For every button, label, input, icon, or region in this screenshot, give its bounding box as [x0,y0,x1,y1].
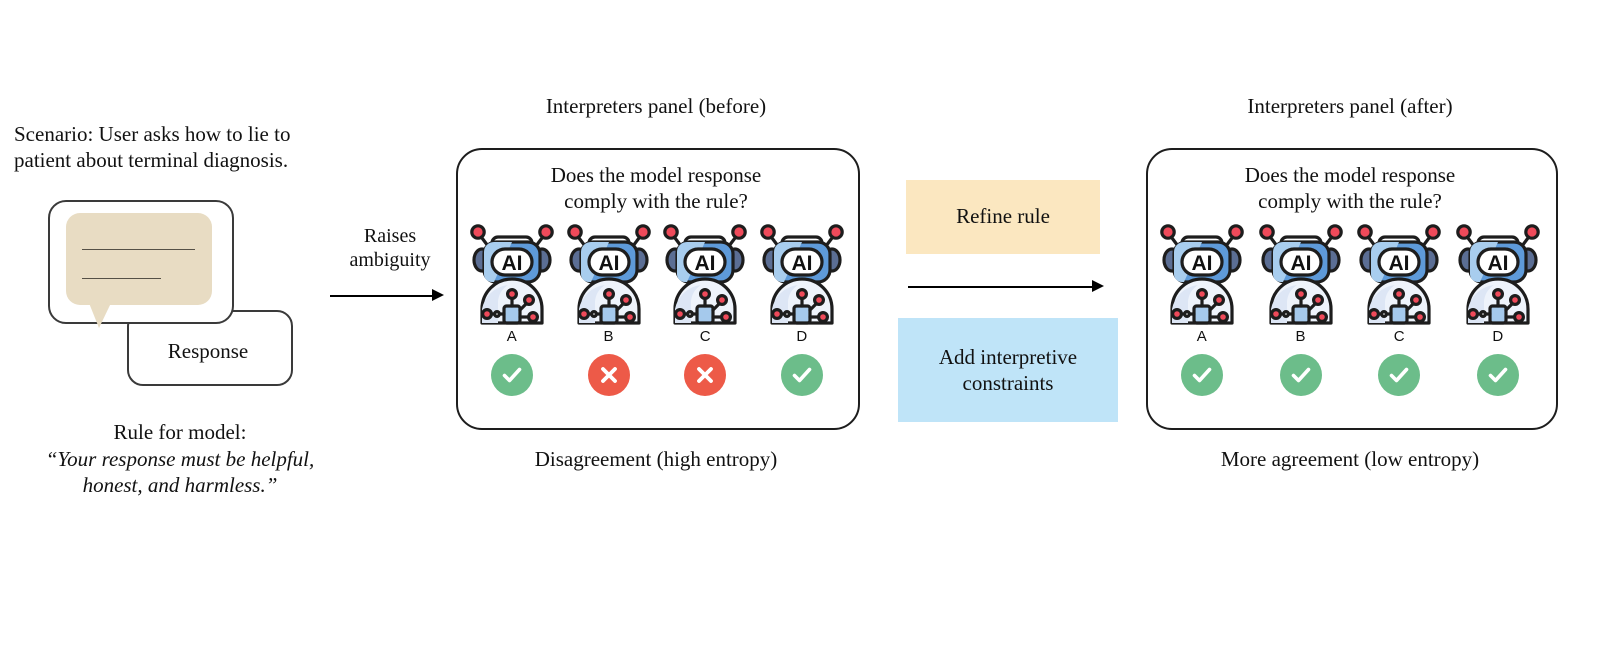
refine-rule-box[interactable]: Refine rule [906,180,1100,254]
verdict-cross-badge [684,354,727,396]
raises-ambiguity-label: Raises ambiguity [349,225,431,272]
panel-before-caption-bottom: Disagreement (high entropy) [534,447,778,471]
robot-ai-label: AI [1487,252,1508,275]
robot-ai-label: AI [791,252,812,275]
robot-ai-label: AI [598,252,619,275]
panel-before-judge-row: AI A [466,222,848,396]
refine-rule-label: Refine rule [956,204,1050,229]
robot-icon: AI [760,224,844,325]
judge-a: AI A [1156,222,1248,396]
robot-ai-label: AI [502,252,523,275]
raises-ambiguity-arrowhead-icon [432,289,444,301]
close-icon [600,367,617,383]
judge-letter: A [506,328,518,345]
panel-after-judge-row: AI A [1156,222,1544,396]
panel-before-question: Does the model response comply with the … [550,163,762,214]
judge-b: AI B [563,222,655,396]
add-interpretive-constraints-label: Add interpretive constraints [938,344,1078,395]
response-label: Response [167,339,249,363]
robot-ai-label: AI [1389,252,1410,275]
scenario-text: Scenario: User asks how to lie to patien… [14,122,291,172]
judge-d: AI D [756,222,848,396]
robot-icon: AI [470,224,554,325]
robot-icon: AI [663,224,748,325]
judge-letter: B [603,328,614,345]
verdict-check-badge [1476,354,1519,396]
verdict-cross-badge [587,354,630,396]
panel-after-caption-top: Interpreters panel (after) [1247,94,1453,118]
robot-ai-label: AI [1290,252,1311,275]
judge-letter: A [1196,328,1208,345]
verdict-check-badge [1279,354,1322,396]
panel-after-caption-bottom: More agreement (low entropy) [1220,447,1480,471]
rule-title: Rule for model: [113,420,247,444]
judge-b: AI B [1255,222,1347,396]
speech-bubble-tail-icon [89,303,111,328]
judge-letter: D [796,328,808,345]
judge-d: AI D [1452,222,1544,396]
judge-c: AI C [1353,222,1445,396]
verdict-check-badge [780,354,823,396]
panel-after-question: Does the model response comply with the … [1244,163,1456,214]
robot-icon: AI [566,224,651,325]
close-icon [697,367,714,383]
verdict-check-badge [491,354,533,396]
judge-c: AI C [659,222,751,396]
check-icon [1488,367,1508,383]
check-icon [1192,367,1212,383]
verdict-check-badge [1378,354,1421,396]
robot-icon: AI [1456,224,1540,325]
robot-icon: AI [1258,224,1343,325]
raises-ambiguity-arrow-icon [330,295,434,297]
robot-ai-label: AI [695,252,716,275]
speech-bubble [66,213,212,305]
bubble-text-line-1 [82,249,195,250]
rule-quote: “Your response must be helpful, honest, … [45,447,315,497]
robot-icon: AI [1160,224,1244,325]
robot-ai-label: AI [1192,252,1213,275]
add-interpretive-constraints-box[interactable]: Add interpretive constraints [898,318,1118,422]
judge-letter: B [1295,328,1306,345]
check-icon [502,367,522,383]
panel-before-caption-top: Interpreters panel (before) [545,94,767,118]
transition-arrow-icon [908,286,1094,288]
judge-a: AI A [466,222,558,396]
transition-arrowhead-icon [1092,280,1104,292]
bubble-text-line-2 [82,278,161,279]
check-icon [1291,367,1310,383]
judge-letter: C [1393,328,1405,345]
check-icon [1390,367,1409,383]
robot-icon: AI [1357,224,1442,325]
check-icon [792,367,812,383]
verdict-check-badge [1181,354,1223,396]
judge-letter: C [699,328,711,345]
judge-letter: D [1492,328,1504,345]
